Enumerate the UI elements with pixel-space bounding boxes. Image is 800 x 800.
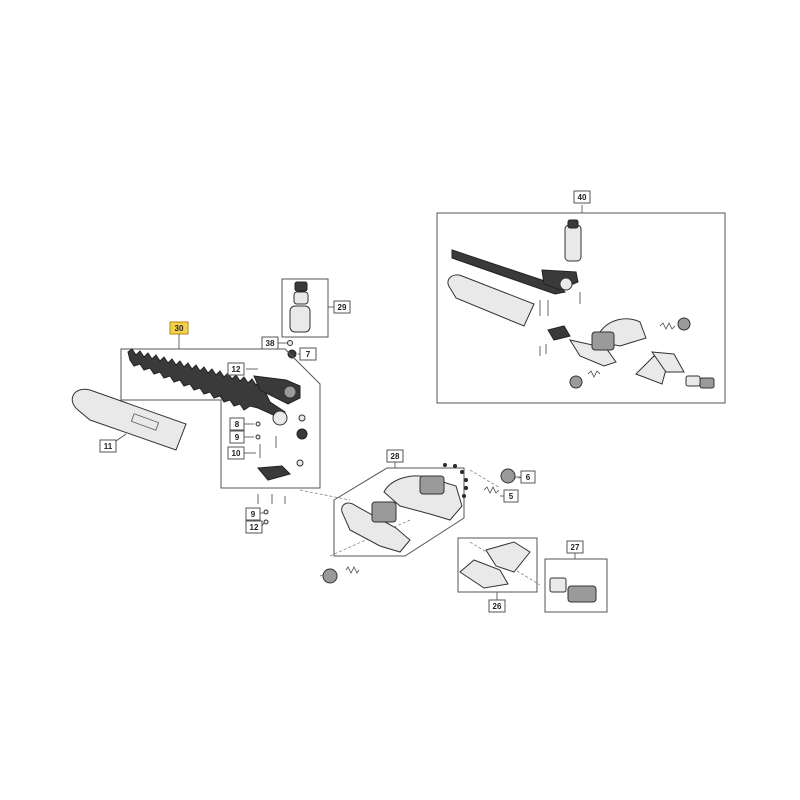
callout-8[interactable]: 8 bbox=[229, 417, 245, 431]
callout-10[interactable]: 10 bbox=[227, 446, 245, 460]
callout-6[interactable]: 6 bbox=[520, 470, 536, 484]
lever-upper bbox=[485, 541, 531, 573]
blade-cover bbox=[71, 388, 187, 451]
svg-text:29: 29 bbox=[338, 303, 347, 312]
handle-housing-frame bbox=[333, 467, 465, 557]
callout-9-bottom[interactable]: 9 bbox=[245, 507, 261, 521]
coupling-sleeve bbox=[549, 577, 567, 593]
svg-text:28: 28 bbox=[391, 452, 400, 461]
svg-text:10: 10 bbox=[232, 449, 241, 458]
svg-text:8: 8 bbox=[235, 420, 240, 429]
handle-housing-front bbox=[341, 502, 411, 553]
motor-housing bbox=[289, 305, 311, 333]
overview-blade bbox=[451, 249, 566, 295]
callout-11[interactable]: 11 bbox=[99, 439, 117, 453]
callout-12-top[interactable]: 12 bbox=[227, 362, 245, 376]
callout-12-bottom[interactable]: 12 bbox=[245, 520, 263, 534]
callout-29[interactable]: 29 bbox=[333, 300, 351, 314]
callout-28[interactable]: 28 bbox=[386, 449, 404, 463]
blade-cover-group: 11 bbox=[71, 388, 187, 453]
callout-5[interactable]: 5 bbox=[503, 489, 519, 503]
guide-plate bbox=[257, 465, 291, 481]
svg-text:7: 7 bbox=[306, 350, 311, 359]
callout-40[interactable]: 40 bbox=[573, 190, 591, 204]
svg-text:38: 38 bbox=[266, 339, 275, 348]
coupling-connector bbox=[567, 585, 597, 603]
overview-motor bbox=[564, 224, 582, 262]
locking-knob bbox=[322, 568, 338, 584]
blade-assembly-frame bbox=[120, 348, 321, 489]
assembly-overview-group: 40 bbox=[436, 190, 726, 404]
svg-text:30: 30 bbox=[175, 324, 184, 333]
spring-5 bbox=[483, 486, 500, 494]
callout-38[interactable]: 38 bbox=[261, 336, 279, 350]
hedge-blade bbox=[127, 348, 286, 419]
motor-frame bbox=[281, 278, 329, 338]
lever-frame bbox=[457, 537, 538, 593]
nut-7 bbox=[287, 349, 297, 359]
lever-group: 26 bbox=[457, 537, 538, 613]
spring-left bbox=[345, 566, 360, 574]
svg-text:12: 12 bbox=[232, 365, 241, 374]
handle-housing-group: 28 bbox=[333, 449, 468, 557]
washer-38 bbox=[287, 340, 293, 346]
svg-text:9: 9 bbox=[235, 433, 240, 442]
callout-26[interactable]: 26 bbox=[488, 599, 506, 613]
callout-27[interactable]: 27 bbox=[566, 540, 584, 554]
svg-text:5: 5 bbox=[509, 492, 514, 501]
overview-knob bbox=[677, 317, 691, 331]
svg-text:26: 26 bbox=[493, 602, 502, 611]
knob-6-group: 6 bbox=[500, 468, 536, 484]
svg-text:9: 9 bbox=[251, 510, 256, 519]
coupling-frame bbox=[544, 558, 608, 613]
motor-body bbox=[293, 291, 309, 305]
svg-text:6: 6 bbox=[526, 473, 531, 482]
svg-text:12: 12 bbox=[250, 523, 259, 532]
assembly-overview-frame bbox=[436, 212, 726, 404]
spring-5-group: 5 bbox=[483, 486, 519, 503]
knob-6 bbox=[500, 468, 516, 484]
overview-blade-cover bbox=[447, 274, 535, 327]
svg-text:11: 11 bbox=[104, 442, 113, 451]
svg-text:27: 27 bbox=[571, 543, 580, 552]
motor-group: 29 bbox=[281, 278, 351, 338]
svg-text:40: 40 bbox=[578, 193, 587, 202]
overview-screws bbox=[539, 292, 581, 356]
callout-30[interactable]: 30 bbox=[169, 321, 189, 335]
lever-lower bbox=[459, 559, 509, 589]
blade-assembly-group: 30 12 8 9 10 bbox=[120, 321, 321, 489]
housing-screws bbox=[443, 463, 468, 498]
coupling-group: 27 bbox=[544, 540, 608, 613]
callout-7[interactable]: 7 bbox=[299, 347, 317, 361]
callout-9-top[interactable]: 9 bbox=[229, 430, 245, 444]
motor-connector bbox=[294, 281, 308, 292]
